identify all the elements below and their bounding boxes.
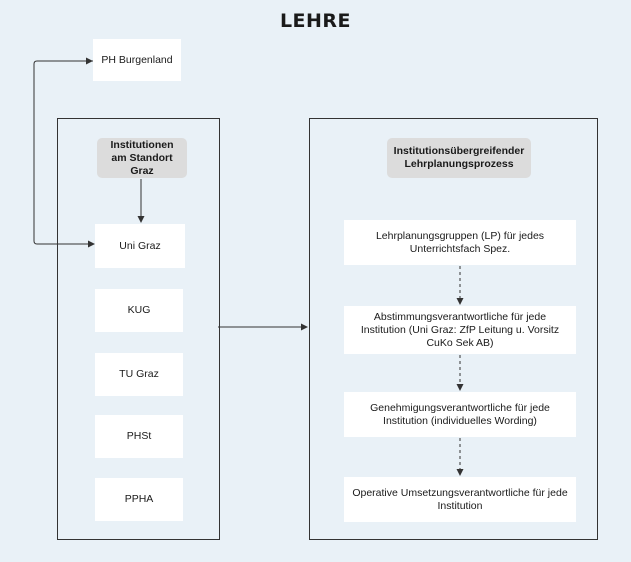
institution-node: PHSt <box>95 415 183 458</box>
right-panel-header: Institutionsübergreifender Lehrplanungsp… <box>387 138 531 178</box>
institution-label: PHSt <box>126 430 152 442</box>
ph-burgenland-node: PH Burgenland <box>93 39 181 81</box>
institution-node: PPHA <box>95 478 183 521</box>
left-panel-frame <box>57 118 220 540</box>
ph-burgenland-connector <box>33 60 95 248</box>
process-step-node: Operative Umsetzungsverantwortliche für … <box>344 477 576 522</box>
process-step-label: Genehmigungsverantwortliche für jede Ins… <box>370 401 550 427</box>
institution-node: KUG <box>95 289 183 332</box>
diagram-title: LEHRE <box>279 10 352 32</box>
institution-label: TU Graz <box>119 368 159 380</box>
institution-label: KUG <box>127 304 151 316</box>
process-step-node: Genehmigungsverantwortliche für jede Ins… <box>344 392 576 437</box>
process-step-node: Lehrplanungsgruppen (LP) für jedes Unter… <box>344 220 576 265</box>
process-step-node: Abstimmungsverantwortliche für jede Inst… <box>344 306 576 354</box>
institution-node: Uni Graz <box>95 224 185 268</box>
right-panel-frame <box>309 118 598 540</box>
ph-burgenland-label: PH Burgenland <box>101 53 173 66</box>
process-step-label: Lehrplanungsgruppen (LP) für jedes Unter… <box>375 229 545 255</box>
right-panel-header-text: Institutionsübergreifender Lehrplanungsp… <box>393 145 525 170</box>
left-panel-header: Institutionen am Standort Graz <box>97 138 187 178</box>
institution-label: Uni Graz <box>119 239 161 252</box>
left-panel-header-text: Institutionen am Standort Graz <box>110 138 174 177</box>
institution-label: PPHA <box>124 493 154 505</box>
process-step-label: Abstimmungsverantwortliche für jede Inst… <box>360 310 560 349</box>
process-step-label: Operative Umsetzungsverantwortliche für … <box>352 486 568 512</box>
institution-node: TU Graz <box>95 353 183 396</box>
